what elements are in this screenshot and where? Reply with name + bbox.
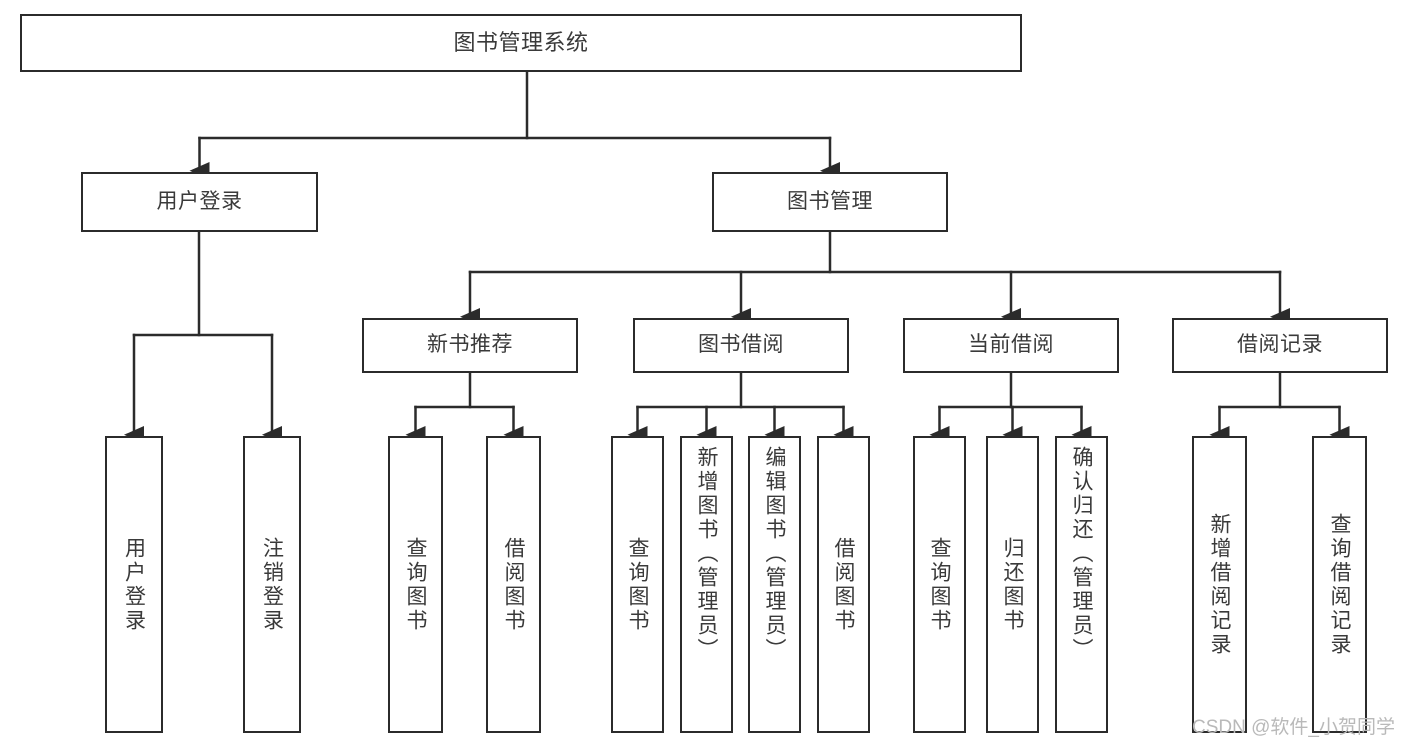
edge-paths <box>124 70 1350 444</box>
node-label: 新书推荐 <box>427 333 513 357</box>
node-leaf-query-book-3[interactable]: 查询图书 <box>913 436 966 733</box>
node-root[interactable]: 图书管理系统 <box>20 14 1022 72</box>
node-new-book-rec[interactable]: 新书推荐 <box>362 318 578 373</box>
node-label: 借阅图书 <box>502 536 525 633</box>
node-user-login[interactable]: 用户登录 <box>81 172 318 232</box>
node-label: 确认归还（管理员） <box>1070 446 1093 662</box>
node-leaf-query-book-2[interactable]: 查询图书 <box>611 436 664 733</box>
node-label: 查询借阅记录 <box>1328 512 1351 657</box>
node-label: 用户登录 <box>122 536 146 633</box>
node-label: 查询图书 <box>626 536 649 633</box>
node-current-borrow[interactable]: 当前借阅 <box>903 318 1119 373</box>
node-label: 查询图书 <box>404 536 427 633</box>
watermark-label: CSDN @软件_小贺同学 <box>1192 717 1395 738</box>
node-label: 当前借阅 <box>968 333 1054 357</box>
node-leaf-add-record[interactable]: 新增借阅记录 <box>1192 436 1247 733</box>
node-book-manage[interactable]: 图书管理 <box>712 172 948 232</box>
node-book-borrow[interactable]: 图书借阅 <box>633 318 849 373</box>
node-label: 查询图书 <box>928 536 951 633</box>
node-label: 归还图书 <box>1001 536 1024 633</box>
node-leaf-query-book-1[interactable]: 查询图书 <box>388 436 443 733</box>
node-leaf-user-login[interactable]: 用户登录 <box>105 436 163 733</box>
node-label: 图书借阅 <box>698 333 784 357</box>
node-leaf-add-book[interactable]: 新增图书（管理员） <box>680 436 733 733</box>
node-label: 借阅记录 <box>1237 333 1323 357</box>
node-label: 注销登录 <box>260 536 284 633</box>
node-label: 用户登录 <box>156 189 243 213</box>
node-label: 图书管理系统 <box>453 29 589 55</box>
node-leaf-borrow-book-2[interactable]: 借阅图书 <box>817 436 870 733</box>
node-label: 编辑图书（管理员） <box>763 446 786 662</box>
node-label: 新增借阅记录 <box>1208 512 1231 657</box>
node-borrow-record[interactable]: 借阅记录 <box>1172 318 1388 373</box>
node-leaf-borrow-book-1[interactable]: 借阅图书 <box>486 436 541 733</box>
node-leaf-logout[interactable]: 注销登录 <box>243 436 301 733</box>
node-leaf-return-book[interactable]: 归还图书 <box>986 436 1039 733</box>
node-label: 借阅图书 <box>832 536 855 633</box>
node-label: 图书管理 <box>787 189 873 213</box>
node-leaf-confirm-return[interactable]: 确认归还（管理员） <box>1055 436 1108 733</box>
node-leaf-query-record[interactable]: 查询借阅记录 <box>1312 436 1367 733</box>
node-leaf-edit-book[interactable]: 编辑图书（管理员） <box>748 436 801 733</box>
node-label: 新增图书（管理员） <box>695 446 718 662</box>
